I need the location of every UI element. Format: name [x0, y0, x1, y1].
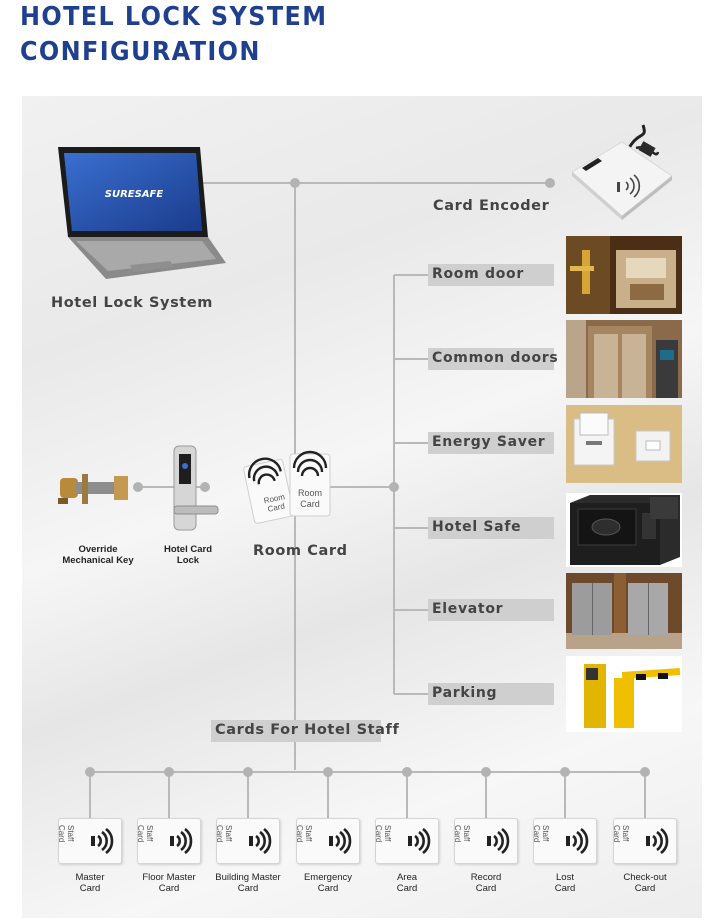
room-card-image: Room Card Room Card: [243, 450, 331, 524]
room-card-text-2: Card: [300, 499, 320, 509]
device-parking: Parking: [428, 683, 554, 705]
override-key-label: Override Mechanical Key: [52, 544, 144, 566]
common-doors-photo: [566, 320, 682, 398]
hotel-card-lock-label: Hotel Card Lock: [146, 544, 230, 566]
card-encoder-image: [571, 124, 673, 220]
page-title-line1: HOTEL LOCK SYSTEM: [20, 2, 328, 32]
device-energy-saver: Energy Saver: [428, 432, 554, 454]
nfc-icon: [329, 827, 352, 855]
lock-line1: Hotel Card: [163, 544, 213, 555]
override-key-image: [58, 474, 128, 504]
nfc-icon: [249, 827, 272, 855]
laptop-brand: SURESAFE: [105, 189, 164, 200]
room-door-photo: [566, 236, 682, 314]
card-encoder-label: Card Encoder: [433, 198, 550, 214]
svg-text:Room: Room: [263, 492, 286, 505]
device-label: Hotel Safe: [432, 519, 522, 535]
device-label: Elevator: [432, 601, 504, 617]
nfc-icon: [91, 827, 114, 855]
energy-saver-photo: [566, 405, 682, 483]
staff-cards-title-text: Cards For Hotel Staff: [215, 722, 400, 738]
override-line2: Mechanical Key: [62, 555, 134, 566]
nfc-icon: [566, 827, 589, 855]
device-common-doors: Common doors: [428, 348, 558, 370]
hotel-card-lock-image: [173, 445, 219, 531]
device-label: Parking: [432, 685, 498, 701]
nfc-icon: [408, 827, 431, 855]
room-card-label: Room Card: [253, 543, 348, 559]
hotel-lock-system-label: Hotel Lock System: [51, 295, 213, 311]
page-title-line2: CONFIGURATION: [20, 37, 261, 67]
laptop-image: SURESAFE: [58, 147, 226, 279]
parking-photo: [566, 656, 682, 732]
lock-line2: Lock: [176, 555, 200, 566]
svg-text:Card: Card: [267, 501, 286, 513]
elevator-photo: [566, 573, 682, 649]
nfc-icon: [646, 827, 669, 855]
override-line1: Override: [78, 544, 118, 555]
hotel-safe-photo: [566, 493, 682, 567]
device-room-door: Room door: [428, 264, 554, 286]
device-label: Room door: [432, 266, 524, 282]
device-label: Energy Saver: [432, 434, 546, 450]
device-hotel-safe: Hotel Safe: [428, 517, 554, 539]
device-elevator: Elevator: [428, 599, 554, 621]
device-label: Common doors: [432, 350, 559, 366]
nfc-icon: [170, 827, 193, 855]
room-card-text-1: Room: [298, 488, 322, 498]
staff-cards-title: Cards For Hotel Staff: [211, 720, 399, 742]
nfc-icon: [487, 827, 510, 855]
